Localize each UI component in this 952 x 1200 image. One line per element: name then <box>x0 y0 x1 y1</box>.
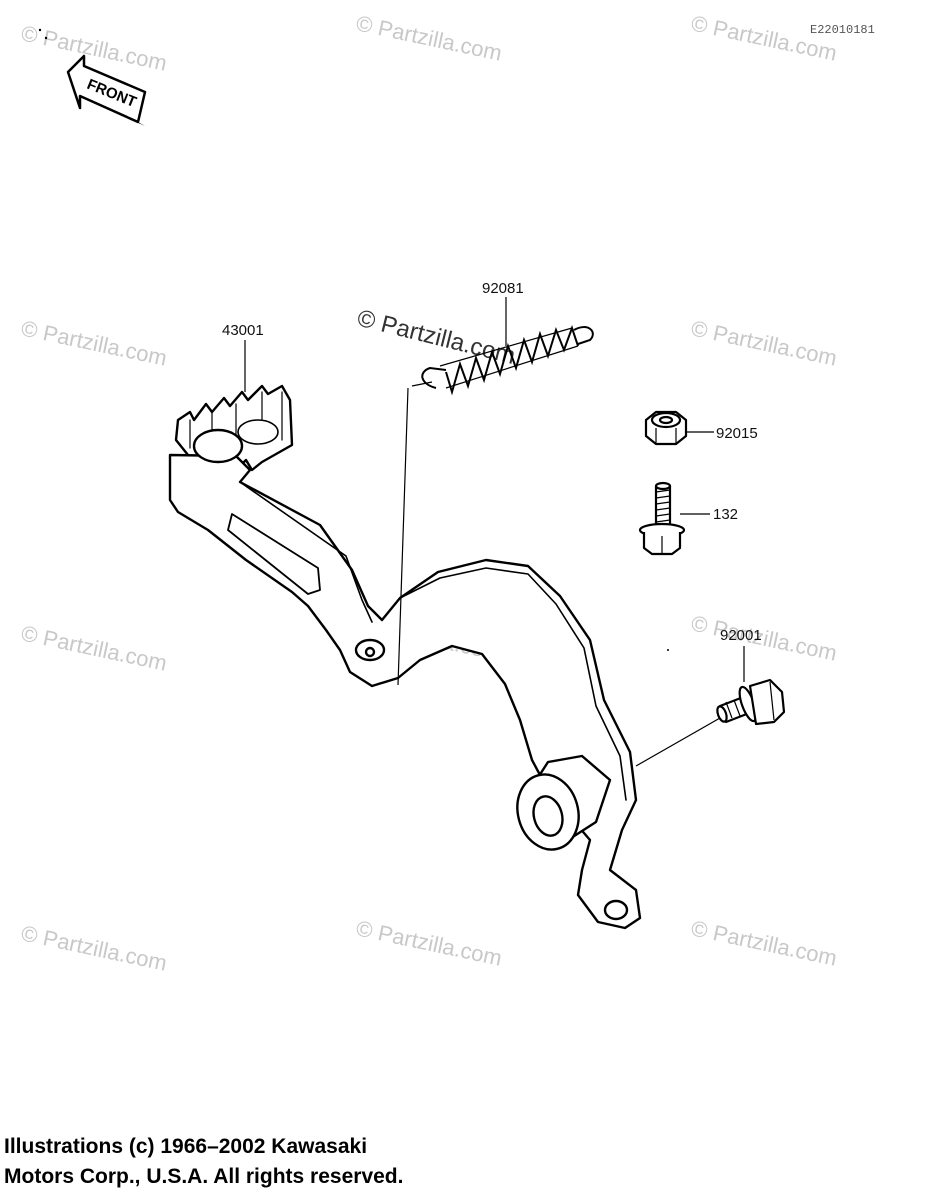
part-label-92001: 92001 <box>720 627 762 644</box>
part-labels: 43001 92081 92015 132 92001 <box>222 280 762 644</box>
part-label-43001: 43001 <box>222 322 264 339</box>
watermark: © Partzilla.com <box>19 920 169 975</box>
watermark: © Partzilla.com <box>19 20 169 75</box>
front-arrow-icon: FRONT <box>38 28 147 126</box>
return-spring <box>397 324 594 686</box>
bolt-132 <box>638 481 686 556</box>
part-label-132: 132 <box>713 506 738 523</box>
watermark: © Partzilla.com <box>354 10 504 65</box>
watermark: © Partzilla.com <box>19 620 169 675</box>
watermark: © Partzilla.com <box>689 10 839 65</box>
diagram-code: E22010181 <box>810 23 875 37</box>
copyright-line-2: Motors Corp., U.S.A. All rights reserved… <box>4 1165 404 1188</box>
watermarks: © Partzilla.com © Partzilla.com © Partzi… <box>19 10 839 975</box>
brake-pedal <box>168 384 642 930</box>
watermark: © Partzilla.com <box>354 915 504 970</box>
watermark: © Partzilla.com <box>689 915 839 970</box>
watermark-main: © Partzilla.com <box>355 305 518 370</box>
part-label-92015: 92015 <box>716 425 758 442</box>
watermark: © Partzilla.com <box>19 315 169 370</box>
leader-lines <box>244 297 745 767</box>
bolt-92001 <box>716 678 786 726</box>
watermark: © Partzilla.com <box>689 315 839 370</box>
nut <box>644 410 688 446</box>
copyright-notice: Illustrations (c) 1966–2002 Kawasaki Mot… <box>4 1132 403 1192</box>
copyright-line-1: Illustrations (c) 1966–2002 Kawasaki <box>4 1135 368 1158</box>
watermark: © Partzilla.com <box>689 610 839 665</box>
part-label-92081: 92081 <box>482 280 524 297</box>
